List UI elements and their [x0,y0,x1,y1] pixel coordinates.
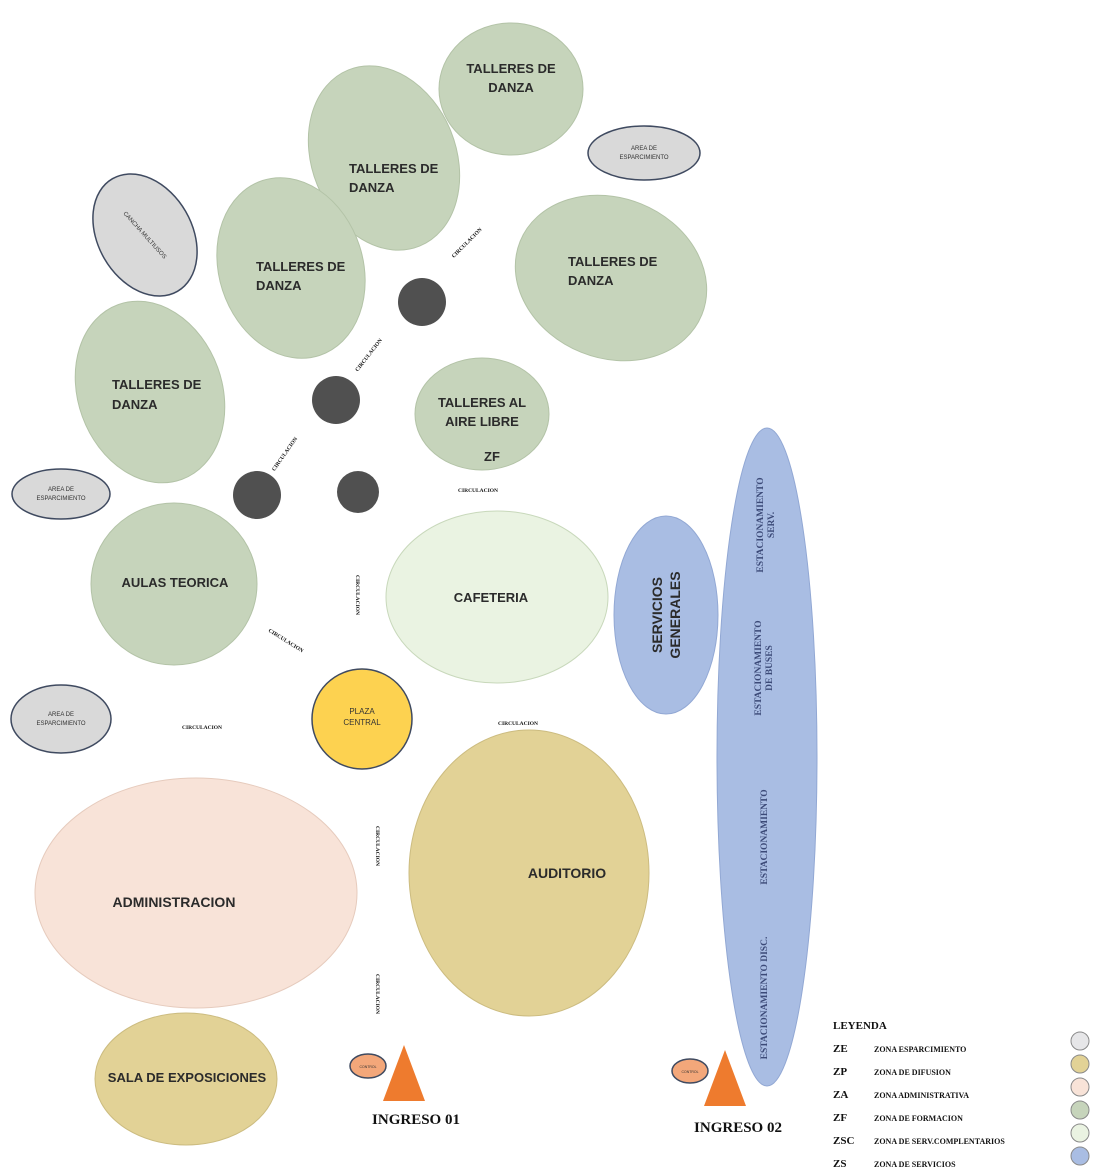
circulation-label: CIRCULACION [354,575,360,615]
control-label: CONTROL [359,1065,376,1069]
zone-label: SALA DE EXPOSICIONES [108,1070,267,1085]
circulation-node [398,278,446,326]
entry-marker [704,1050,746,1106]
circulation-label: CIRCULACION [458,488,498,494]
legend-item: ZA ZONA ADMINISTRATIVA [833,1077,1090,1101]
zone-code-zf: ZF [484,449,500,464]
legend-name: ZONA DE FORMACION [874,1114,963,1123]
legend-item: ZF ZONA DE FORMACION [833,1100,1090,1124]
legend-code: ZP [833,1066,847,1078]
zone-sala-exposiciones: SALA DE EXPOSICIONES [94,1012,278,1146]
circulation-label: CIRCULACION [451,227,484,260]
zone-aulas-teorica: AULAS TEORICA [90,502,258,666]
zone-auditorio: AUDITORIO [408,729,650,1017]
legend-code: ZE [833,1043,848,1055]
parking-serv-label: ESTACIONAMIENTOSERV. [756,477,777,572]
zone-estacionamiento: ESTACIONAMIENTOSERV. ESTACIONAMIENTODE B… [716,427,818,1087]
circulation-label: CIRCULACION [374,826,380,866]
zone-cafeteria: CAFETERIA [385,510,609,684]
legend-code: ZS [833,1158,846,1170]
zone-label: AULAS TEORICA [122,575,230,590]
legend-item: ZP ZONA DE DIFUSION [833,1054,1090,1078]
legend-swatch [1070,1146,1090,1166]
circulation-label: CIRCULACION [267,628,304,654]
circulation-label: CIRCULACION [182,725,222,731]
legend-item: ZSC ZONA DE SERV.COMPLENTARIOS [833,1123,1090,1147]
zone-label: CAFETERIA [454,590,529,605]
entry-02: CONTROL INGRESO 02 [671,1050,782,1136]
parking-disc-label: ESTACIONAMIENTO DISC. [760,937,770,1060]
legend-name: ZONA ESPARCIMIENTO [874,1045,966,1054]
legend-swatch [1070,1100,1090,1120]
circulation-label: CIRCULACION [355,338,384,373]
control-booth [671,1058,709,1084]
zone-administracion: ADMINISTRACION [34,777,358,1009]
circulation-node [312,376,360,424]
circulation-node [337,471,379,513]
legend-code: ZA [833,1089,848,1101]
legend-code: ZF [833,1112,847,1124]
entry-01: CONTROL INGRESO 01 [349,1045,460,1128]
legend-swatch [1070,1077,1090,1097]
circulation-label: CIRCULACION [498,721,538,727]
circulation-label: CIRCULACION [374,974,380,1014]
ingreso-01-label: INGRESO 01 [372,1112,460,1128]
control-label: CONTROL [681,1070,698,1074]
legend-name: ZONA DE SERVICIOS [874,1160,956,1169]
legend-item: ZE ZONA ESPARCIMIENTO [833,1031,1090,1055]
ingreso-02-label: INGRESO 02 [694,1120,782,1136]
zone-label: AUDITORIO [528,865,606,881]
legend-item: ZS ZONA DE SERVICIOS [833,1146,1090,1170]
parking-buses-label: ESTACIONAMIENTODE BUSES [754,620,775,715]
control-booth [349,1053,387,1079]
legend-code: ZSC [833,1135,854,1147]
legend-name: ZONA ADMINISTRATIVA [874,1091,969,1100]
legend-name: ZONA DE SERV.COMPLENTARIOS [874,1137,1005,1146]
legend-swatch [1070,1054,1090,1074]
zone-cancha-multiusos: CANCHA MULTIUSOS [92,173,198,297]
parking-general-label: ESTACIONAMIENTO [760,789,770,884]
legend: LEYENDA ZE ZONA ESPARCIMIENTO ZP ZONA DE DI… [833,1020,1090,1170]
entry-marker [383,1045,425,1101]
legend-swatch [1070,1123,1090,1143]
circulation-label: CIRCULACION [271,436,299,472]
circulation-node [233,471,281,519]
legend-swatch [1070,1031,1090,1051]
legend-title: LEYENDA [833,1020,887,1032]
zone-label: ADMINISTRACION [113,894,236,910]
legend-name: ZONA DE DIFUSION [874,1068,951,1077]
